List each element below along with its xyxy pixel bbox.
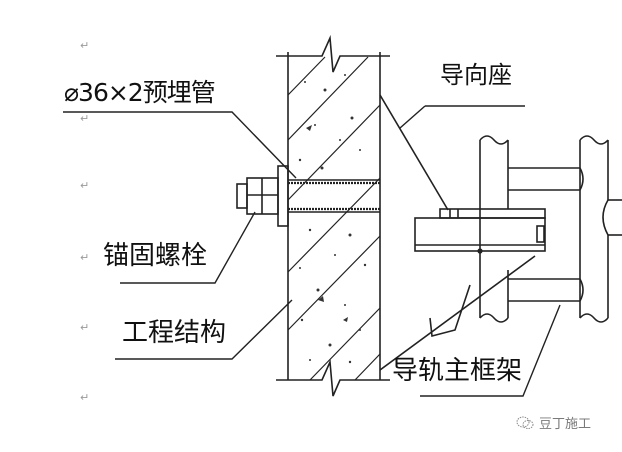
label-embedded-pipe: ⌀36×2预埋管 bbox=[64, 78, 216, 107]
label-engineering-structure: 工程结构 bbox=[122, 318, 227, 348]
wechat-icon bbox=[516, 416, 534, 429]
label-anchor-bolt: 锚固螺栓 bbox=[103, 241, 208, 271]
guide-seat bbox=[379, 94, 546, 371]
paragraph-mark: ↵ bbox=[80, 391, 90, 404]
watermark: 豆丁施工 bbox=[516, 413, 591, 432]
label-guide-seat: 导向座 bbox=[440, 61, 512, 89]
watermark-text: 豆丁施工 bbox=[539, 417, 592, 432]
anchor-bolt-assembly bbox=[236, 165, 289, 227]
paragraph-mark: ↵ bbox=[80, 112, 90, 125]
label-guide-rail-main-frame: 导轨主框架 bbox=[392, 356, 523, 386]
embedded-pipe bbox=[288, 179, 380, 213]
paragraph-mark: ↵ bbox=[80, 321, 90, 334]
leader-lines bbox=[63, 105, 561, 397]
concrete-wall bbox=[276, 34, 390, 397]
rail-main-frame bbox=[429, 135, 622, 338]
paragraph-mark: ↵ bbox=[80, 39, 90, 52]
paragraph-mark: ↵ bbox=[80, 179, 90, 192]
concrete-aggregate bbox=[298, 74, 367, 364]
paragraph-mark: ↵ bbox=[80, 251, 90, 264]
